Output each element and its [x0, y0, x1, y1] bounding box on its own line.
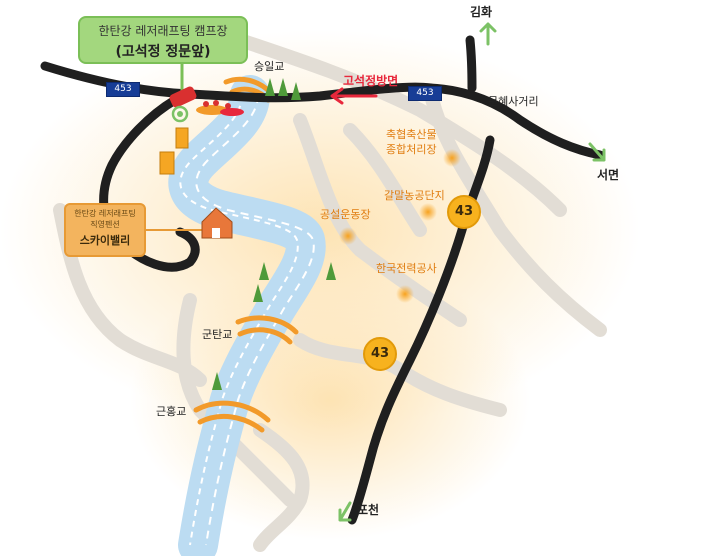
landmark-livestock-line1: 축협축산물 — [386, 128, 437, 141]
tree-icon — [259, 262, 269, 280]
destination-arrows — [338, 22, 606, 522]
north-arrow-icon — [479, 22, 497, 46]
house-icon — [201, 207, 233, 239]
bridge-geunhong-2 — [197, 414, 265, 433]
river-streak — [195, 94, 315, 546]
hill-contour — [293, 113, 467, 327]
bridge-label-guntan: 군탄교 — [202, 328, 233, 341]
tree-icon — [291, 82, 301, 100]
target-marker-icon — [171, 105, 189, 123]
dot-galmal — [419, 203, 437, 221]
campsite-name: 한탄강 레저래프팅 캠프장 — [98, 24, 228, 38]
tree-icon — [278, 78, 288, 96]
building-icon — [175, 127, 189, 149]
direction-label: 고석정방면 — [343, 74, 399, 88]
pension-name-line2: 직영펜션 — [90, 220, 120, 229]
dot-kepco — [396, 285, 414, 303]
pension-name-line3: 스카이밸리 — [79, 234, 131, 247]
bridge-guntan-2 — [237, 327, 293, 345]
landmark-galmal: 갈말농공단지 — [384, 189, 445, 202]
route-shield-453-west: 453 — [106, 82, 140, 97]
tree-icon — [265, 78, 275, 96]
campsite-location: (고석정 정문앞) — [115, 44, 211, 60]
route-shield-453-east: 453 — [408, 86, 442, 101]
raft-icon — [220, 108, 244, 116]
pension-name-line1: 한탄강 레저래프팅 — [74, 209, 136, 218]
hill-contour — [253, 423, 310, 552]
tree-icon — [253, 284, 263, 302]
river-body — [168, 75, 326, 556]
river-streak — [179, 94, 299, 546]
hill-contour — [343, 123, 427, 237]
landmark-kepco: 한국전력공사 — [376, 262, 437, 275]
road-453-east — [425, 83, 605, 160]
landmark-livestock-line2: 종합처리장 — [386, 143, 437, 156]
campsite-markers — [169, 86, 244, 123]
raft-icon — [196, 105, 228, 115]
road-north — [465, 35, 477, 93]
bridge-label-seungil: 승일교 — [254, 60, 285, 73]
dot-gongseol — [339, 227, 357, 245]
buildings — [159, 127, 233, 239]
direction-arrow-icon — [330, 87, 378, 105]
hill-contour — [233, 33, 567, 217]
building-icon — [159, 151, 175, 175]
south-arrow-icon — [338, 501, 352, 522]
route-circle-43-lower: 43 — [363, 337, 397, 371]
trees — [212, 78, 336, 390]
campsite-callout: 한탄강 레저래프팅 캠프장 (고석정 정문앞) — [78, 16, 248, 64]
hill-contour — [293, 333, 507, 417]
landmark-dots — [339, 149, 461, 303]
bridge-seungil — [223, 76, 273, 95]
destination-east: 서면 — [597, 168, 620, 182]
east-arrow-icon — [588, 142, 606, 162]
bridge-label-geunhong: 근홍교 — [156, 405, 187, 418]
dot-livestock — [443, 149, 461, 167]
landmark-gongseol: 공설운동장 — [320, 208, 371, 221]
river — [168, 75, 326, 556]
destination-north: 김화 — [470, 5, 493, 19]
destination-south: 포천 — [357, 503, 380, 517]
hill-contour — [423, 83, 607, 337]
tree-icon — [212, 372, 222, 390]
tree-icon — [326, 262, 336, 280]
pension-callout: 한탄강 레저래프팅 직영펜션 스카이밸리 — [64, 203, 146, 257]
bridge-guntan — [235, 315, 299, 335]
route-circle-43-upper: 43 — [447, 195, 481, 229]
hill-contours — [53, 33, 607, 552]
bridge-geunhong — [193, 400, 271, 423]
car-icon — [169, 86, 197, 108]
landmark-munhye: 문혜사거리 — [488, 95, 539, 108]
